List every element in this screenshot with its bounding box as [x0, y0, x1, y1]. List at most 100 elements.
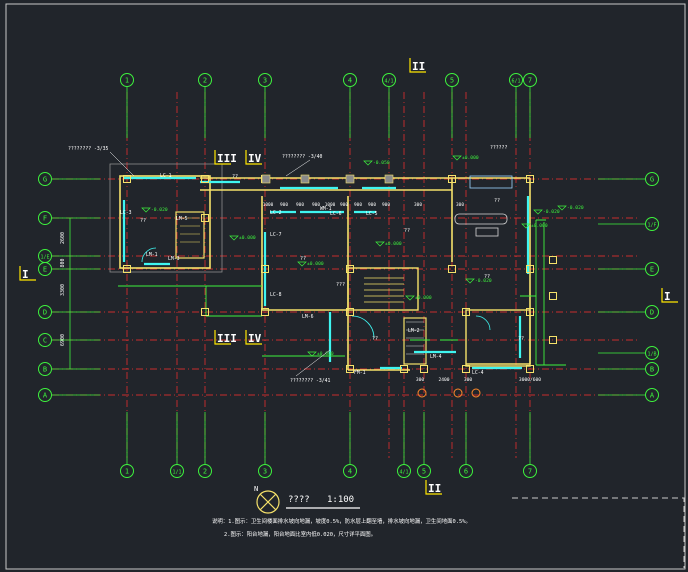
window-tag: LM-1: [146, 252, 158, 258]
room-outline-right: [465, 309, 531, 367]
leader-note: ???????? -3/41: [290, 378, 331, 384]
column: [448, 265, 456, 273]
window-tag: LC-4: [472, 370, 484, 376]
kitchen-counter: [469, 175, 513, 189]
elevation-label: -0.020: [543, 209, 560, 215]
section-mark-bracket: [661, 288, 678, 303]
window-tag: LC-6: [330, 211, 342, 217]
opening-dim: 1000: [263, 202, 274, 208]
shaft-outline: [403, 317, 427, 365]
axis-bubble-top-circle: [120, 73, 134, 87]
axis-bubble-top-circle: [509, 73, 523, 87]
toilet-fixtures: [180, 217, 200, 243]
north-arrow: N: [254, 485, 280, 514]
room-name: ??: [372, 336, 378, 342]
column: [549, 256, 557, 264]
dim-left: 6900: [60, 334, 66, 346]
axis-bubble-right: B: [650, 366, 654, 374]
axis-bubble-left-circle: [38, 333, 52, 347]
section-mark-bracket: [214, 150, 231, 165]
column-filled: [300, 174, 310, 184]
leader-note: ??????: [490, 145, 507, 151]
stair-enclosure: [347, 267, 419, 311]
axis-bubble-left: F: [43, 215, 47, 223]
toilet-outline: [175, 211, 205, 259]
axis-bubble-left-circle: [38, 211, 52, 225]
column: [400, 365, 408, 373]
room-name: ??: [518, 336, 524, 342]
axis-bubble-left: A: [43, 392, 48, 400]
door-arc: [351, 315, 375, 339]
drawing-frame: [5, 3, 686, 570]
entrance-marker: [417, 388, 427, 398]
section-mark-bracket: [214, 330, 231, 345]
elevation-label: ±0.000: [462, 155, 479, 161]
window-tag: LM-2: [408, 328, 420, 334]
elevation-label: ±0.000: [531, 223, 548, 229]
section-mark: III: [217, 152, 237, 165]
leader-note: ???????? -3/35: [68, 146, 109, 152]
axis-bubble-top: 5: [450, 77, 454, 85]
dim-left: 800: [60, 258, 66, 267]
opening-dim: 900: [312, 202, 320, 208]
opening-dim: 900: [280, 202, 288, 208]
title-block-outline: [512, 497, 685, 568]
elevation-label: -0.050: [373, 160, 390, 166]
room-name: ???: [336, 282, 345, 288]
column: [526, 175, 534, 183]
window-tag: LC-3: [120, 210, 132, 216]
axis-bubble-right: 1/B: [647, 352, 656, 358]
axis-bubble-bottom-circle: [198, 464, 212, 478]
axis-bubble-bottom-circle: [459, 464, 473, 478]
plan-walls: [109, 163, 566, 373]
axis-bubble-top-circle: [343, 73, 357, 87]
axis-bubble-left-circle: [38, 305, 52, 319]
leader-line: [109, 151, 135, 177]
axis-bubble-right-circle: [645, 388, 659, 402]
elevation-marker: [307, 351, 317, 357]
elevation-label: ±0.000: [385, 241, 402, 247]
elevation-label: ±0.000: [317, 351, 334, 357]
dim-left: 3300: [60, 284, 66, 296]
north-arrow-circle: [256, 490, 280, 514]
note-line-1: 说明：1.图示：卫生间楼面排水坡向地漏，坡度0.5%，防水层上翻至墙，排水坡向地…: [212, 517, 471, 525]
elevation-label: ±0.000: [415, 295, 432, 301]
column: [123, 175, 131, 183]
axis-bubble-right: 1/F: [647, 223, 656, 229]
column: [346, 308, 354, 316]
axis-bubble-right-circle: [645, 305, 659, 319]
opening-dim: 300: [456, 202, 464, 208]
column: [526, 265, 534, 273]
window-segments: [122, 176, 530, 370]
elevation-label: -0.020: [567, 205, 584, 211]
section-mark-bracket: [245, 330, 262, 345]
door-arc: [475, 315, 491, 331]
axis-bubble-bottom-circle: [523, 464, 537, 478]
elevation-marker: [465, 278, 475, 284]
window-tag: LM-3: [168, 256, 180, 262]
room-name: ??: [404, 228, 410, 234]
elevation-label: ±0.000: [307, 261, 324, 267]
opening-dim: 900: [354, 202, 362, 208]
section-mark: IV: [248, 152, 262, 165]
axis-bubble-right-circle: [645, 217, 659, 231]
sink: [454, 213, 508, 225]
column: [526, 308, 534, 316]
window-tag: LC-1: [160, 173, 172, 179]
axis-bubble-top-circle: [445, 73, 459, 87]
section-mark: I: [664, 290, 671, 303]
columns: [123, 174, 557, 373]
axis-bubble-left: D: [43, 309, 47, 317]
column-filled: [261, 174, 271, 184]
room-name: ??: [494, 198, 500, 204]
column-filled: [345, 174, 355, 184]
axis-bubble-right: E: [650, 266, 654, 274]
axis-bubble-bottom-circle: [170, 464, 184, 478]
section-mark: I: [22, 268, 29, 281]
window-tag: FM-1: [354, 370, 366, 376]
axis-bubble-right-circle: [645, 362, 659, 376]
section-mark: III: [217, 332, 237, 345]
elevation-marker: [557, 205, 567, 211]
